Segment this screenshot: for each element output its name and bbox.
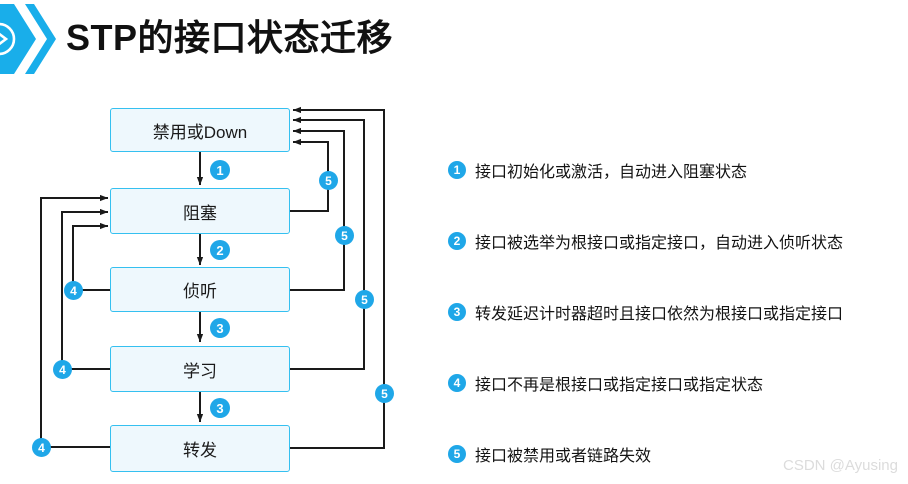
legend-text-4: 接口不再是根接口或指定接口或指定状态 <box>475 377 764 394</box>
flow-node-label: 禁用或Down <box>152 122 248 142</box>
legend-text-1: 接口初始化或激活，自动进入阻塞状态 <box>475 164 748 181</box>
flow-node-label: 侦听 <box>183 282 217 301</box>
legend-item-5: 5 接口被禁用或者链路失效 <box>448 442 903 466</box>
edge-badge-5-forwarding: 5 <box>375 384 394 403</box>
flow-node-forwarding[interactable]: 转发 <box>110 425 290 472</box>
legend-text-5: 接口被禁用或者链路失效 <box>475 448 652 465</box>
legend-item-4: 4 接口不再是根接口或指定接口或指定状态 <box>448 371 903 395</box>
flow-node-listening[interactable]: 侦听 <box>110 267 290 312</box>
flow-node-disabled[interactable]: 禁用或Down <box>110 108 290 152</box>
legend-item-2: 2 接口被选举为根接口或指定接口，自动进入侦听状态 <box>448 229 903 253</box>
legend-badge-5: 5 <box>448 445 466 463</box>
edge-badge-3-learning-forwarding: 3 <box>210 398 230 418</box>
flow-node-label: 阻塞 <box>183 203 217 223</box>
legend-badge-2: 2 <box>448 232 466 250</box>
watermark: CSDN @Ayusing <box>783 457 898 474</box>
legend-badge-1: 1 <box>448 161 466 179</box>
hexagon-chevron-logo-icon <box>0 0 60 78</box>
legend-badge-3: 3 <box>448 303 466 321</box>
edge-badge-4-forwarding: 4 <box>32 438 51 457</box>
edge-badge-5-blocking: 5 <box>319 171 338 190</box>
legend: 1 接口初始化或激活，自动进入阻塞状态 2 接口被选举为根接口或指定接口，自动进… <box>448 158 903 484</box>
legend-text-3: 转发延迟计时器超时且接口依然为根接口或指定接口 <box>475 306 844 323</box>
flow-node-blocking[interactable]: 阻塞 <box>110 188 290 234</box>
flow-node-label: 转发 <box>183 441 217 460</box>
edge-badge-2: 2 <box>210 240 230 260</box>
flow-node-learning[interactable]: 学习 <box>110 346 290 392</box>
flow-node-label: 学习 <box>183 361 217 381</box>
edge-badge-5-learning: 5 <box>355 290 374 309</box>
edge-badge-4-learning: 4 <box>53 360 72 379</box>
legend-item-3: 3 转发延迟计时器超时且接口依然为根接口或指定接口 <box>448 300 903 324</box>
legend-badge-4: 4 <box>448 374 466 392</box>
page-title: STP的接口状态迁移 <box>66 17 394 58</box>
edge-badge-1: 1 <box>210 160 230 180</box>
edge-badge-4-listening: 4 <box>64 281 83 300</box>
legend-item-1: 1 接口初始化或激活，自动进入阻塞状态 <box>448 158 903 182</box>
legend-text-2: 接口被选举为根接口或指定接口，自动进入侦听状态 <box>475 235 844 252</box>
edge-badge-3-listening-learning: 3 <box>210 318 230 338</box>
edge-badge-5-listening: 5 <box>335 226 354 245</box>
